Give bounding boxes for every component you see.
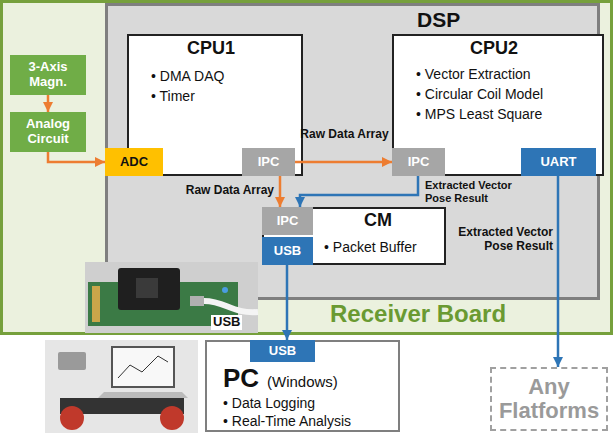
laptop-base (98, 392, 188, 398)
pc-box: PC (Windows) • Data Logging • Real-Time Ana… (205, 340, 400, 432)
core-title: CPU2 (392, 38, 596, 59)
dsp-chip: DSP CPU1 • DMA DAQ • TimerIPC ADC CPU2 • Vecto… (105, 3, 600, 300)
data-arrow (300, 176, 418, 207)
photo-ground (85, 262, 258, 333)
robot-photo (45, 340, 198, 433)
core-task: • Circular Coil Model (416, 86, 543, 102)
data-arrow (48, 152, 105, 162)
core-task: • Timer (151, 88, 195, 104)
device (58, 352, 86, 370)
board-label: Receiver Board (330, 300, 506, 328)
edge-label: Extracted Vector Pose Result (446, 226, 553, 254)
core-box: CM • Packet Buffer IPC USB (262, 207, 446, 265)
circuit-name: Analog Circuit (12, 117, 84, 147)
core-task: • Packet Buffer (324, 239, 417, 255)
usb-port: USB (262, 237, 313, 265)
pc-task: • Data Logging (223, 395, 315, 411)
edge-label: Raw Data Array (297, 128, 392, 142)
edge-label: Extracted Vector Pose Result (425, 179, 535, 204)
pc-os: (Windows) (267, 373, 338, 390)
core-title: CM (318, 210, 438, 231)
core-box: CPU2 • Vector Extraction • Circular Coil M… (392, 34, 604, 176)
port-label: IPC (277, 214, 299, 229)
photo-label: USB (211, 315, 242, 330)
sensor-name: 3-Axis Magn. (12, 60, 84, 90)
led (222, 287, 228, 293)
robot-body (60, 398, 184, 414)
port-label: ADC (120, 155, 148, 170)
pc-title: PC (223, 364, 259, 394)
usb-cable (204, 301, 258, 312)
uart-port: UART (521, 148, 596, 176)
core-title: CPU1 (127, 38, 295, 59)
data-arrow (279, 176, 282, 207)
sensor-box: 3-Axis Magn. (10, 55, 86, 95)
pc-task: • Real-Time Analysis (223, 413, 351, 429)
port-label: IPC (408, 155, 430, 170)
usb-plug (190, 296, 204, 306)
core-task: • DMA DAQ (151, 68, 224, 84)
ipc-port: IPC (262, 207, 313, 235)
pcb-header (92, 286, 100, 322)
data-arrow (557, 176, 560, 367)
dsp-module (118, 268, 180, 310)
dsp-ic (136, 278, 158, 298)
laptop-screen (112, 347, 174, 387)
board-band: Receiver Board 3-Axis Magn. Analog Circuit… (0, 0, 613, 335)
port-label: USB (269, 344, 296, 359)
platform-name: Any Flatforms (494, 375, 604, 423)
dsp-label: DSP (417, 8, 460, 32)
ipc-port: IPC (392, 148, 445, 176)
usb-port: USB (250, 340, 315, 362)
core-task: • Vector Extraction (416, 66, 531, 82)
port-label: USB (274, 244, 301, 259)
ipc-port: IPC (242, 148, 295, 176)
port-label: UART (540, 155, 576, 170)
edge-label: Raw Data Array (164, 184, 274, 198)
photo-ground (45, 340, 198, 433)
data-arrow (295, 161, 392, 164)
screen-plot (118, 356, 168, 378)
circuit-box: Analog Circuit (10, 112, 86, 152)
robot-wheel (160, 406, 184, 430)
data-arrow (286, 265, 289, 340)
board-photo (85, 262, 258, 333)
port-label: IPC (258, 155, 280, 170)
platform-box: Any Flatforms (490, 367, 608, 431)
robot-wheel (60, 406, 84, 430)
core-task: • MPS Least Square (416, 106, 542, 122)
data-arrow (47, 95, 50, 112)
adc-block: ADC (105, 148, 163, 176)
